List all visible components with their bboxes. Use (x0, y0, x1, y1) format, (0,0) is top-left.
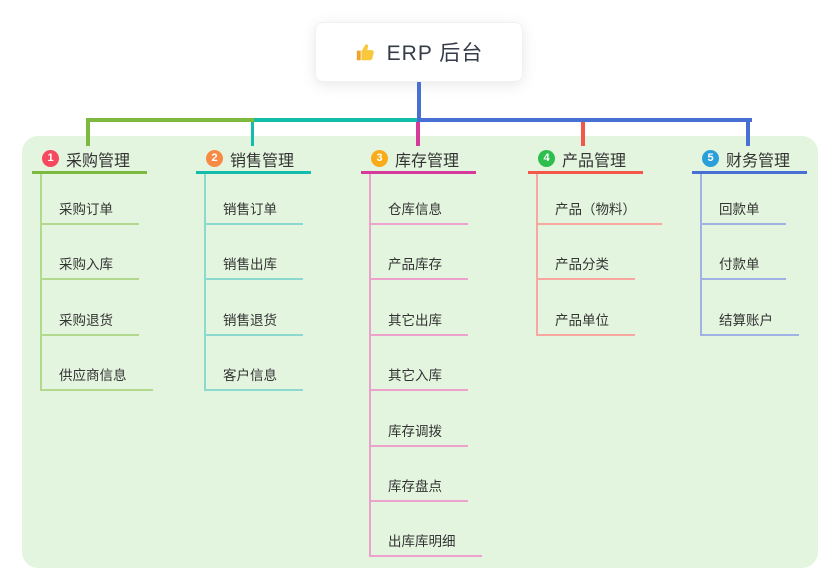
branch-2-children: 销售订单销售出库销售退货客户信息 (204, 174, 303, 392)
thumbs-up-icon (356, 44, 374, 61)
branch-2-child-1-label: 销售订单 (206, 198, 303, 225)
root-node-label: ERP 后台 (386, 42, 484, 65)
connector-drop-branch-5 (746, 118, 750, 146)
branch-2-title[interactable]: 2 销售管理 (196, 146, 311, 174)
branch-5: 5 财务管理回款单付款单结算账户 (692, 146, 807, 336)
branch-2-child-2-label: 销售出库 (206, 253, 303, 281)
mindmap-child-node[interactable]: 库存盘点 (371, 447, 482, 502)
branch-3: 3 库存管理仓库信息产品库存其它出库其它入库库存调拨库存盘点出库库明细 (361, 146, 482, 558)
mindmap-child-node[interactable]: 库存调拨 (371, 391, 482, 447)
connector-drop-branch-4 (581, 118, 585, 146)
mindmap-child-node[interactable]: 其它出库 (371, 280, 482, 336)
branch-1-children: 采购订单采购入库采购退货供应商信息 (40, 174, 153, 392)
branch-4: 4 产品管理产品（物料） 产品分类产品单位 (528, 146, 662, 336)
branch-5-children: 回款单付款单结算账户 (700, 174, 799, 336)
branch-3-children: 仓库信息产品库存其它出库其它入库库存调拨库存盘点出库库明细 (369, 174, 482, 558)
mindmap-child-node[interactable]: 采购入库 (42, 225, 153, 281)
connector-drop-branch-3 (416, 118, 420, 146)
mindmap-child-node[interactable]: 产品库存 (371, 225, 482, 281)
mindmap-child-node[interactable]: 销售退货 (206, 280, 303, 336)
mindmap-child-node[interactable]: 销售出库 (206, 225, 303, 281)
mindmap-child-node[interactable]: 采购订单 (42, 174, 153, 225)
branch-3-child-1-label: 仓库信息 (371, 198, 468, 225)
branch-5-label: 财务管理 (726, 152, 791, 170)
mindmap-child-node[interactable]: 客户信息 (206, 336, 303, 392)
branch-2-label: 销售管理 (230, 152, 295, 170)
branch-1: 1 采购管理采购订单采购入库采购退货供应商信息 (32, 146, 153, 392)
branch-4-title[interactable]: 4 产品管理 (528, 146, 643, 174)
branch-3-title[interactable]: 3 库存管理 (361, 146, 476, 174)
root-node[interactable]: ERP 后台 (315, 22, 523, 82)
connector-horizontal-green (86, 118, 254, 122)
connector-drop-branch-2 (250, 118, 255, 146)
branch-3-child-5-label: 库存调拨 (371, 420, 468, 447)
mindmap-child-node[interactable]: 销售订单 (206, 174, 303, 225)
branch-3-number-badge: 3 (371, 150, 388, 167)
branch-1-title[interactable]: 1 采购管理 (32, 146, 147, 174)
branch-1-child-1-label: 采购订单 (42, 198, 139, 225)
branch-5-title[interactable]: 5 财务管理 (692, 146, 807, 174)
mindmap-child-node[interactable]: 出库库明细 (371, 502, 482, 558)
branch-2: 2 销售管理销售订单销售出库销售退货客户信息 (196, 146, 311, 392)
connector-horizontal-blue (418, 118, 752, 122)
branch-5-child-1-label: 回款单 (702, 198, 786, 225)
branch-3-child-2-label: 产品库存 (371, 253, 468, 281)
branch-5-child-3-label: 结算账户 (702, 309, 799, 336)
branch-4-children: 产品（物料） 产品分类产品单位 (536, 174, 662, 336)
branch-5-child-2-label: 付款单 (702, 253, 786, 281)
connector-drop-branch-1 (86, 118, 90, 146)
mindmap-child-node[interactable]: 付款单 (702, 225, 799, 281)
branch-3-child-6-label: 库存盘点 (371, 475, 468, 502)
mindmap-child-node[interactable]: 产品（物料） (538, 174, 662, 225)
branch-4-child-3-label: 产品单位 (538, 309, 635, 336)
mindmap-child-node[interactable]: 其它入库 (371, 336, 482, 392)
branch-4-label: 产品管理 (562, 152, 627, 170)
mindmap-child-node[interactable]: 产品单位 (538, 280, 662, 336)
connector-horizontal-teal (254, 118, 418, 122)
branch-4-child-2-label: 产品分类 (538, 253, 635, 281)
branch-1-child-4-label: 供应商信息 (42, 364, 153, 392)
branch-5-number-badge: 5 (702, 150, 719, 167)
branch-3-label: 库存管理 (395, 152, 460, 170)
branch-1-child-3-label: 采购退货 (42, 309, 139, 336)
branch-1-number-badge: 1 (42, 150, 59, 167)
mindmap-child-node[interactable]: 采购退货 (42, 280, 153, 336)
mindmap-child-node[interactable]: 产品分类 (538, 225, 662, 281)
branch-2-number-badge: 2 (206, 150, 223, 167)
branch-4-number-badge: 4 (538, 150, 555, 167)
branch-2-child-4-label: 客户信息 (206, 364, 303, 392)
connector-root-drop (417, 82, 421, 122)
branch-3-child-7-label: 出库库明细 (371, 530, 482, 558)
branch-1-child-2-label: 采购入库 (42, 253, 139, 281)
mindmap-child-node[interactable]: 结算账户 (702, 280, 799, 336)
branch-3-child-4-label: 其它入库 (371, 364, 468, 392)
branch-3-child-3-label: 其它出库 (371, 309, 468, 336)
mindmap-child-node[interactable]: 仓库信息 (371, 174, 482, 225)
branches-panel (22, 136, 818, 568)
branch-1-label: 采购管理 (66, 152, 131, 170)
mindmap-child-node[interactable]: 供应商信息 (42, 336, 153, 392)
branch-2-child-3-label: 销售退货 (206, 309, 303, 336)
branch-4-child-1-label: 产品（物料） (538, 198, 662, 225)
mindmap-child-node[interactable]: 回款单 (702, 174, 799, 225)
